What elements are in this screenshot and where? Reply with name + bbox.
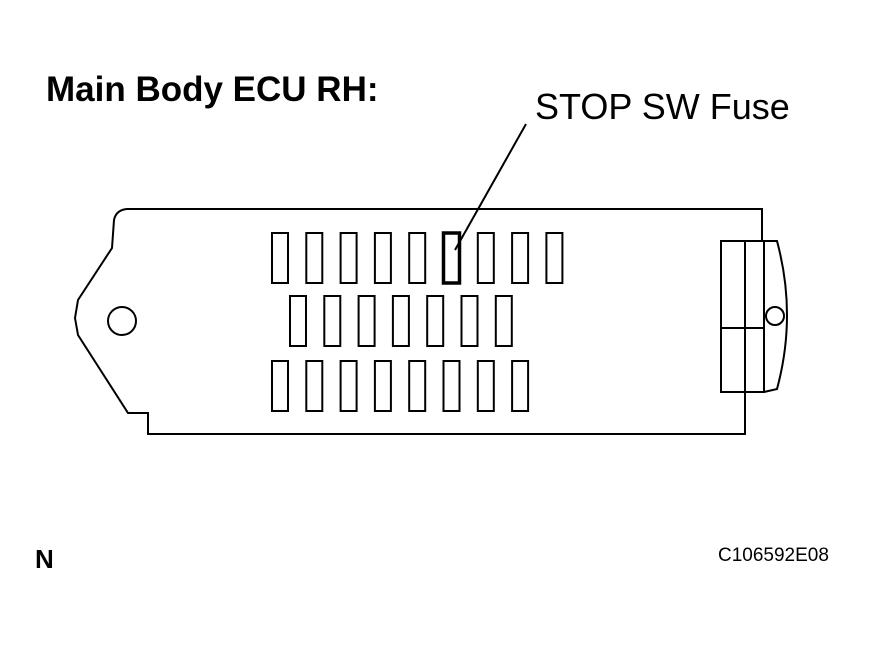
fuse-slot	[271, 360, 289, 412]
fuse-slot	[545, 232, 564, 284]
fuse-slot	[305, 232, 324, 284]
fuse-slot	[494, 295, 513, 347]
fuse-slot	[408, 360, 427, 412]
fuse-slot	[460, 295, 479, 347]
fuse-slot	[289, 295, 307, 347]
callout-leader-line	[454, 123, 527, 251]
figure-code: C106592E08	[718, 545, 829, 566]
fuse-slot	[323, 295, 342, 347]
fuse-slot	[373, 232, 392, 284]
fuse-slot	[426, 295, 445, 347]
stop-sw-fuse-callout-label: STOP SW Fuse	[535, 86, 790, 127]
diagram-title: Main Body ECU RH:	[46, 70, 379, 109]
stop-sw-fuse-slot	[441, 231, 462, 285]
side-connector	[720, 240, 788, 393]
ecu-body-outline	[73, 208, 763, 435]
fuse-slot	[408, 232, 427, 284]
fuse-slot	[339, 360, 358, 412]
fuse-slot	[373, 360, 392, 412]
mounting-hole	[107, 306, 137, 336]
fuse-slot	[511, 232, 530, 284]
fuse-slots	[271, 231, 564, 412]
fuse-slot	[442, 360, 461, 412]
fuse-slot	[476, 360, 495, 412]
fuse-slot	[476, 232, 495, 284]
fuse-slot	[511, 360, 530, 412]
fuse-slot	[271, 232, 289, 284]
fuse-slot	[305, 360, 324, 412]
fuse-slot	[357, 295, 376, 347]
fuse-slot	[339, 232, 358, 284]
orientation-label: N	[35, 544, 54, 574]
fuse-slot	[391, 295, 410, 347]
